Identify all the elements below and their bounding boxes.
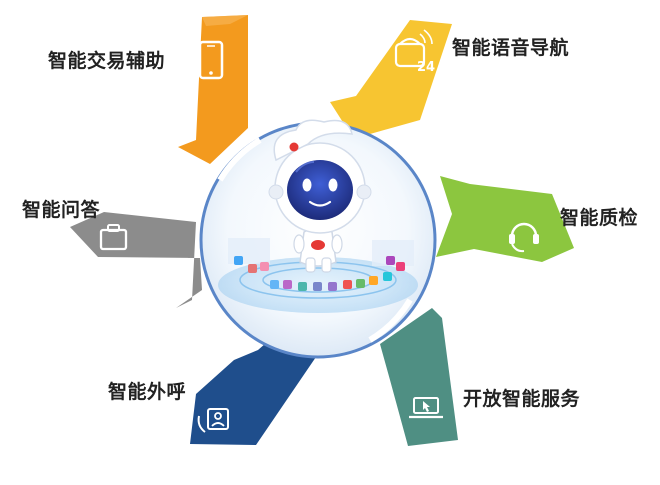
label-quality: 智能质检 (560, 207, 639, 229)
app-platform (218, 238, 418, 313)
arrow-qa-shape (70, 212, 202, 308)
robot-mascot (268, 119, 372, 273)
label-open-service: 开放智能服务 (463, 388, 581, 410)
arrow-outbound-shape (190, 336, 318, 445)
phone-24h-icon: 24 (394, 29, 435, 75)
label-qa: 智能问答 (22, 199, 101, 221)
mini-app-icons (234, 256, 405, 291)
arrow-outbound (190, 336, 318, 445)
arrow-trading-shape (178, 15, 248, 164)
voice-24-badge: 24 (417, 60, 435, 75)
label-voice: 智能语音导航 (452, 37, 570, 59)
arrow-voice-shape (330, 20, 452, 152)
laptop-cursor-icon (409, 397, 443, 419)
arrow-quality-shape (436, 176, 574, 262)
arrow-voice: 24 (330, 20, 452, 152)
briefcase-icon (99, 224, 128, 251)
headset-icon (509, 222, 539, 253)
call-contact-icon (197, 408, 229, 433)
arrow-trading (178, 15, 248, 164)
smartphone-icon (198, 40, 224, 80)
arrow-open-service (380, 308, 458, 446)
label-outbound: 智能外呼 (108, 381, 187, 403)
arrow-qa (70, 212, 202, 308)
arrow-quality (436, 176, 574, 262)
label-trading: 智能交易辅助 (48, 50, 166, 72)
